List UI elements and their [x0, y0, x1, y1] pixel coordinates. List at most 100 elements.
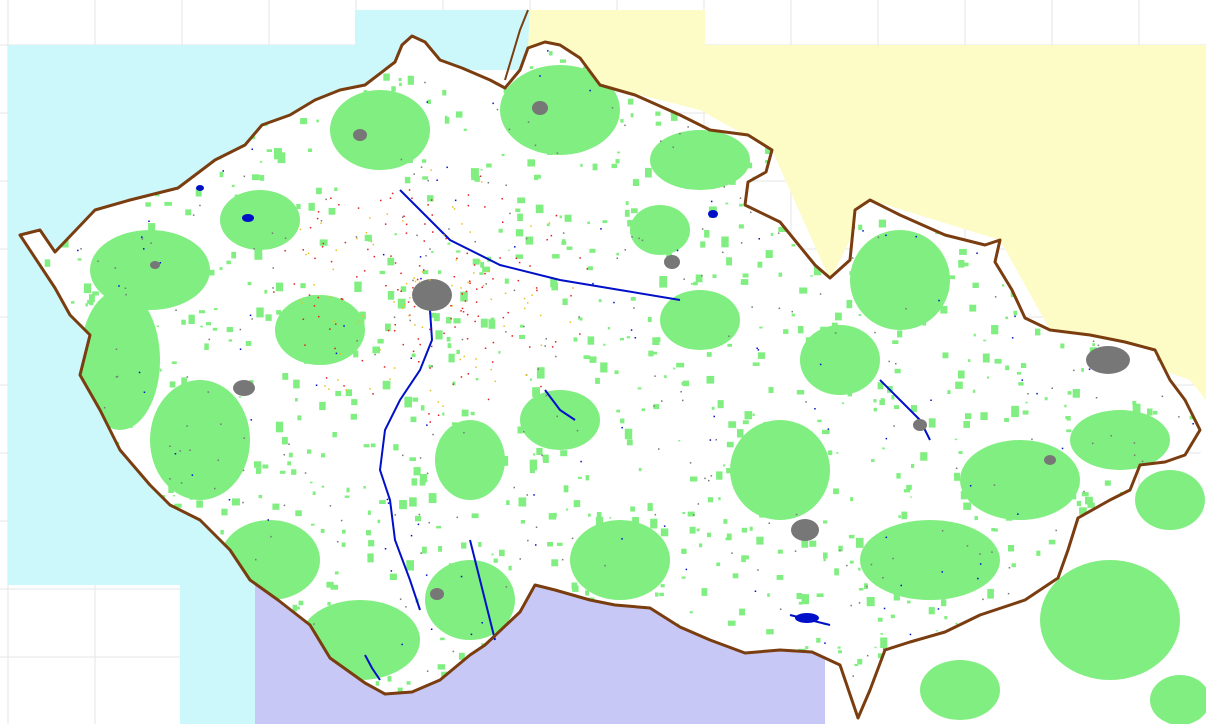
- forest-speck: [265, 314, 272, 321]
- forest-speck: [171, 361, 177, 364]
- forest-speck: [440, 637, 445, 641]
- forest-speck: [740, 282, 743, 284]
- settlement-speck: [436, 179, 438, 181]
- forest-speck: [600, 94, 605, 98]
- forest-speck: [383, 73, 390, 81]
- road-speck: [554, 341, 557, 343]
- forest-speck: [638, 467, 642, 472]
- forest-speck: [226, 260, 231, 265]
- road-speck: [430, 199, 433, 201]
- settlement-speck: [399, 598, 402, 600]
- settlement-speck: [866, 585, 868, 588]
- forest-patch: [275, 295, 365, 365]
- forest-speck: [247, 281, 252, 286]
- settlement-speck: [148, 220, 150, 222]
- forest-patch: [220, 190, 300, 250]
- forest-speck: [552, 254, 560, 259]
- settlement-speck: [708, 479, 710, 482]
- forest-speck: [676, 362, 685, 368]
- forest-speck: [266, 149, 272, 152]
- forest-speck: [143, 377, 146, 380]
- forest-speck: [651, 351, 658, 355]
- settlement-speck: [852, 675, 854, 677]
- forest-speck: [164, 201, 172, 206]
- road-speck: [412, 287, 414, 289]
- forest-speck: [655, 592, 659, 597]
- road-speck: [460, 376, 463, 378]
- settlement-speck: [805, 401, 807, 403]
- settlement-speck: [624, 249, 626, 251]
- forest-speck: [321, 453, 326, 458]
- forest-speck: [577, 476, 582, 479]
- road-speck: [502, 221, 504, 223]
- settlement-speck: [982, 598, 984, 601]
- road-speck: [369, 388, 371, 390]
- forest-speck: [967, 359, 971, 362]
- forest-speck: [156, 325, 160, 327]
- forest-speck: [941, 599, 947, 607]
- forest-speck: [903, 489, 911, 493]
- forest-speck: [564, 214, 572, 222]
- forest-speck: [839, 351, 843, 354]
- settlement-speck: [1036, 392, 1038, 395]
- road-speck: [527, 302, 529, 304]
- river-segment: [879, 379, 931, 441]
- forest-speck: [670, 113, 678, 121]
- forest-speck: [759, 326, 763, 329]
- road-speck: [358, 319, 361, 322]
- forest-speck: [836, 452, 839, 454]
- forest-speck: [461, 409, 469, 417]
- settlement-speck: [715, 439, 717, 441]
- forest-speck: [1070, 491, 1077, 500]
- forest-speck: [940, 305, 948, 314]
- forest-speck: [236, 430, 243, 438]
- road-speck: [475, 366, 477, 369]
- forest-speck: [837, 646, 841, 649]
- forest-speck: [181, 319, 186, 325]
- forest-speck: [275, 421, 284, 433]
- forest-speck: [49, 710, 58, 718]
- settlement-speck: [941, 571, 943, 573]
- forest-speck: [1085, 496, 1093, 505]
- forest-speck: [465, 427, 472, 434]
- forest-speck: [266, 205, 274, 211]
- forest-speck: [1087, 502, 1095, 508]
- settlement-speck: [85, 660, 88, 662]
- settlement-speck: [283, 504, 286, 507]
- forest-speck: [515, 254, 523, 259]
- settlement-speck: [356, 340, 358, 342]
- forest-speck: [954, 472, 961, 481]
- forest-speck: [481, 566, 486, 569]
- road-speck: [467, 373, 470, 375]
- forest-speck: [877, 267, 885, 271]
- forest-speck: [882, 447, 885, 450]
- road-speck: [473, 264, 476, 266]
- forest-speck: [716, 156, 724, 166]
- forest-speck: [219, 267, 223, 270]
- road-speck: [332, 268, 334, 271]
- forest-speck: [167, 691, 173, 696]
- road-speck: [579, 257, 581, 259]
- forest-speck: [292, 230, 295, 233]
- forest-speck: [181, 377, 187, 386]
- settlement-speck: [827, 428, 830, 430]
- forest-speck: [1018, 382, 1024, 386]
- forest-speck: [810, 450, 818, 455]
- road-speck: [548, 222, 551, 224]
- forest-speck: [645, 167, 652, 178]
- road-speck: [393, 367, 396, 369]
- forest-speck: [880, 632, 883, 635]
- forest-speck: [627, 219, 634, 227]
- settlement-speck: [1055, 529, 1057, 532]
- settlement-speck: [751, 306, 753, 308]
- forest-speck: [1106, 36, 1113, 45]
- forest-speck: [689, 526, 696, 534]
- road-speck: [429, 421, 431, 423]
- forest-speck: [226, 327, 234, 333]
- forest-speck: [408, 156, 413, 163]
- road-speck: [383, 366, 386, 368]
- settlement-speck: [271, 232, 274, 234]
- forest-speck: [1038, 479, 1046, 487]
- settlement-speck: [448, 228, 450, 230]
